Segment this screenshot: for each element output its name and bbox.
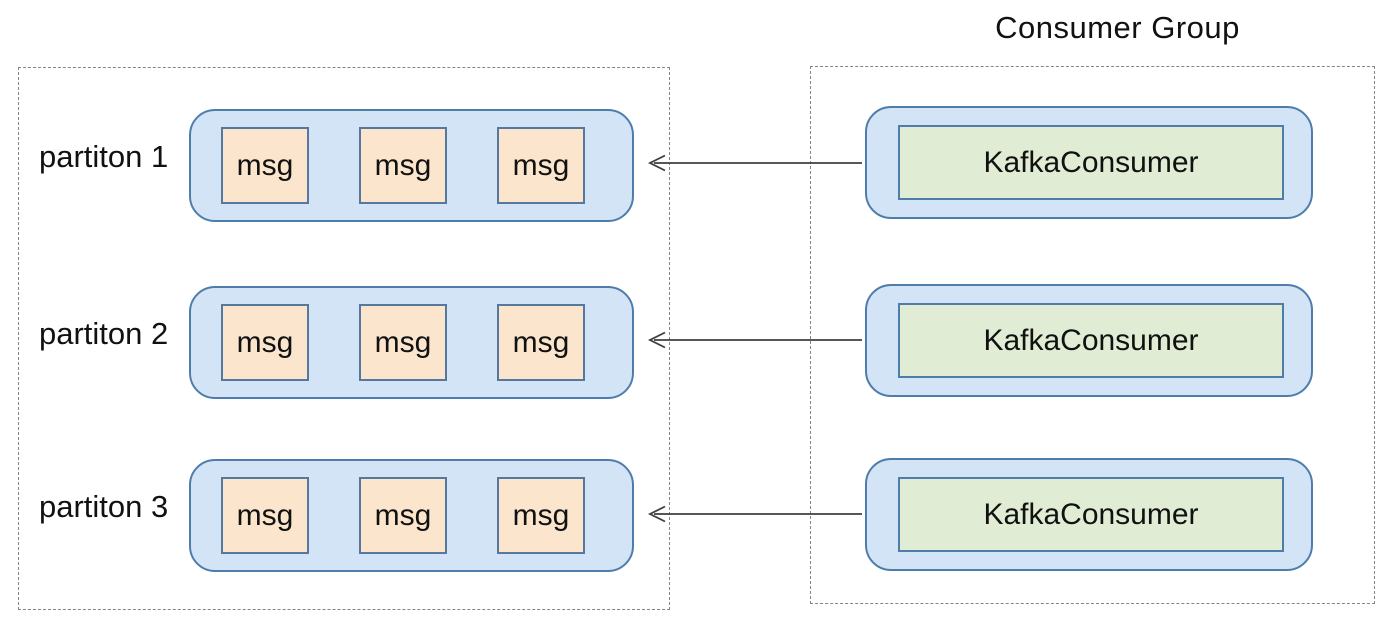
message-box: msg: [359, 477, 447, 554]
consumer-2-label: KafkaConsumer: [898, 303, 1284, 378]
message-box: msg: [359, 127, 447, 204]
partitions-panel: partiton 1 msg msg msg partiton 2 msg ms…: [18, 67, 670, 610]
message-box: msg: [221, 127, 309, 204]
partition-1-box: msg msg msg: [189, 109, 634, 222]
message-box: msg: [221, 477, 309, 554]
consumer-1-box: KafkaConsumer: [865, 106, 1313, 219]
message-box: msg: [497, 477, 585, 554]
partition-2-box: msg msg msg: [189, 286, 634, 399]
consumer-group-title: Consumer Group: [995, 10, 1240, 45]
partition-2-label: partiton 2: [39, 315, 169, 351]
message-box: msg: [497, 304, 585, 381]
consumer-group-panel: KafkaConsumer KafkaConsumer KafkaConsume…: [810, 66, 1375, 604]
partition-3-label: partiton 3: [39, 488, 169, 524]
consumer-2-box: KafkaConsumer: [865, 284, 1313, 397]
message-box: msg: [221, 304, 309, 381]
partition-1-label: partiton 1: [39, 138, 169, 174]
message-box: msg: [359, 304, 447, 381]
consumer-1-label: KafkaConsumer: [898, 125, 1284, 200]
partition-3-box: msg msg msg: [189, 459, 634, 572]
consumer-3-label: KafkaConsumer: [898, 477, 1284, 552]
message-box: msg: [497, 127, 585, 204]
consumer-3-box: KafkaConsumer: [865, 458, 1313, 571]
